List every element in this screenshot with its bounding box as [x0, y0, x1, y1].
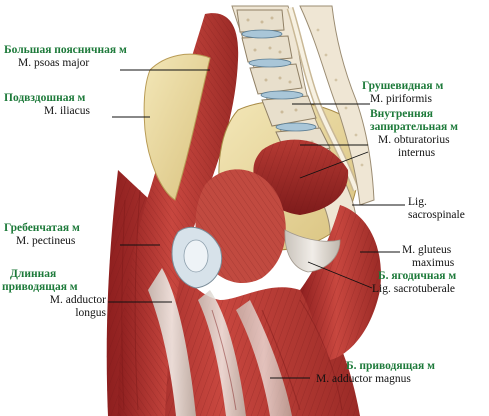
- label-pectineus-ru: Гребенчатая м: [4, 222, 80, 234]
- label-iliacus-ru: Подвздошная м: [4, 92, 86, 104]
- label-sacrotuberale-lat: Lig. sacrotuberale: [372, 283, 456, 295]
- label-gluteus-lat1: M. gluteus: [402, 244, 452, 256]
- label-adductor-longus-lat2: longus: [75, 307, 106, 319]
- label-gluteus-ru: Б. ягодичная м: [378, 270, 457, 282]
- label-adductor-magnus-lat: M. adductor magnus: [316, 373, 411, 385]
- label-obturator-internus: Внутренняя запирательная м M. obturatori…: [370, 108, 458, 160]
- label-piriformis-ru: Грушевидная м: [362, 80, 444, 92]
- label-adductor-longus-ru1: Длинная: [10, 268, 57, 280]
- label-adductor-longus: Длинная приводящая м M. adductor longus: [2, 268, 106, 320]
- label-obturator-lat1: M. obturatorius: [378, 134, 450, 146]
- label-iliacus-lat: M. iliacus: [44, 105, 90, 117]
- label-psoas-ru: Большая поясничная м: [4, 44, 127, 56]
- label-pectineus: Гребенчатая м M. pectineus: [4, 222, 80, 248]
- label-gluteus-ru-wrap: Б. ягодичная м: [378, 270, 456, 283]
- label-adductor-longus-ru2: приводящая м: [2, 281, 78, 293]
- label-sacrospinale: Lig. sacrospinale: [408, 196, 465, 222]
- label-gluteus-maximus: M. gluteus maximus: [402, 244, 454, 270]
- label-piriformis-lat: M. piriformis: [370, 93, 432, 105]
- label-obturator-ru1: Внутренняя: [370, 108, 434, 120]
- label-sacrospinale-lat1: Lig.: [408, 196, 427, 208]
- label-sacrotuberale: Lig. sacrotuberale: [372, 283, 455, 296]
- label-piriformis: Грушевидная м M. piriformis: [362, 80, 443, 106]
- label-obturator-lat2: internus: [398, 147, 436, 159]
- label-adductor-longus-lat1: M. adductor: [49, 294, 106, 306]
- label-adductor-magnus-ru: Б. приводящая м: [346, 360, 435, 372]
- label-iliacus: Подвздошная м M. iliacus: [4, 92, 90, 118]
- label-gluteus-lat2: maximus: [412, 257, 455, 269]
- label-psoas-major: Большая поясничная м M. psoas major: [4, 44, 127, 70]
- label-adductor-magnus: Б. приводящая м M. adductor magnus: [316, 360, 435, 386]
- label-obturator-ru2: запирательная м: [370, 121, 458, 133]
- label-pectineus-lat: M. pectineus: [16, 235, 76, 247]
- label-psoas-lat: M. psoas major: [18, 57, 90, 69]
- label-sacrospinale-lat2: sacrospinale: [408, 209, 465, 221]
